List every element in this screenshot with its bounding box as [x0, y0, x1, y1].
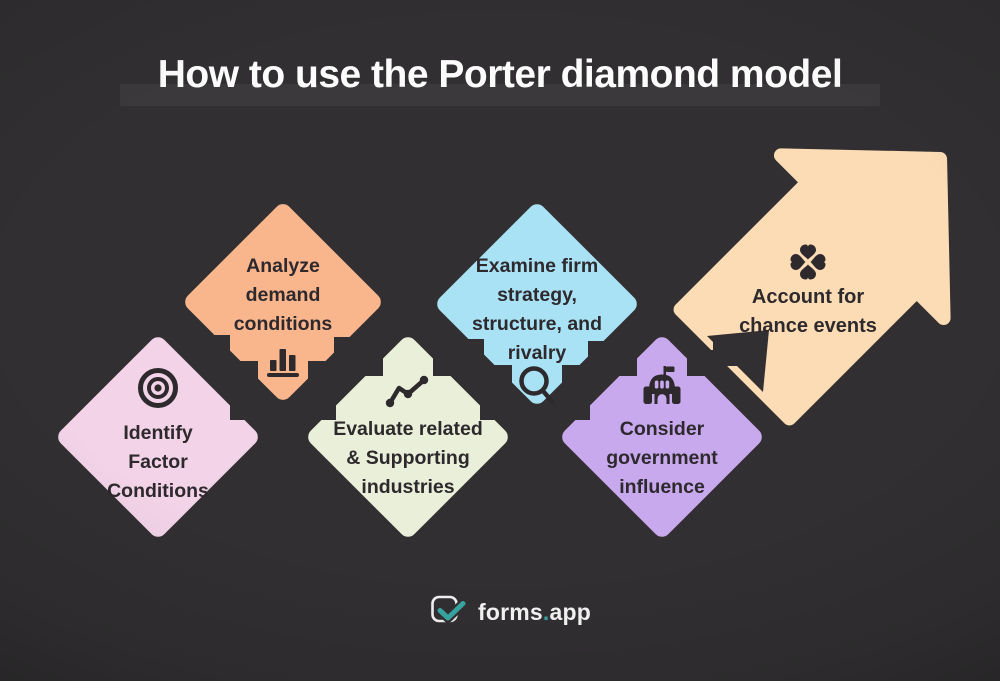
government-icon: [643, 366, 681, 404]
interlock-cuts-front: [230, 350, 713, 420]
step-label-account-chance: Account for chance events: [739, 286, 877, 337]
diamond-evaluate-related: [296, 325, 520, 549]
diamond-identify-factor: [46, 325, 270, 549]
page-title: How to use the Porter diamond model: [157, 53, 843, 96]
diamond-consider-government: [550, 325, 774, 549]
trend-line-icon: [385, 375, 429, 408]
magnifier-icon: [519, 366, 555, 405]
step-label-evaluate-related: Evaluate related & Supporting industries: [333, 418, 483, 498]
forms-app-logo: forms.app: [430, 594, 591, 630]
bar-chart-icon: [267, 349, 299, 377]
logo-suffix: app: [549, 598, 591, 625]
clover-icon: [790, 244, 826, 280]
step-label-consider-government: Consider government influence: [606, 418, 718, 498]
step-label-examine-firm: Examine firm strategy, structure, and ri…: [471, 255, 603, 364]
interlock-cuts-back: [206, 330, 769, 392]
target-icon: [138, 368, 178, 408]
forms-app-wordmark: forms.app: [478, 599, 591, 626]
step-label-analyze-demand: Analyze demand conditions: [233, 255, 333, 335]
step-label-identify-factor: Identify Factor Conditions: [107, 422, 209, 502]
forms-app-logo-icon: [431, 595, 466, 623]
title-underline-bar: [120, 84, 880, 106]
logo-dot: .: [542, 598, 550, 625]
logo-word: forms: [478, 598, 543, 625]
